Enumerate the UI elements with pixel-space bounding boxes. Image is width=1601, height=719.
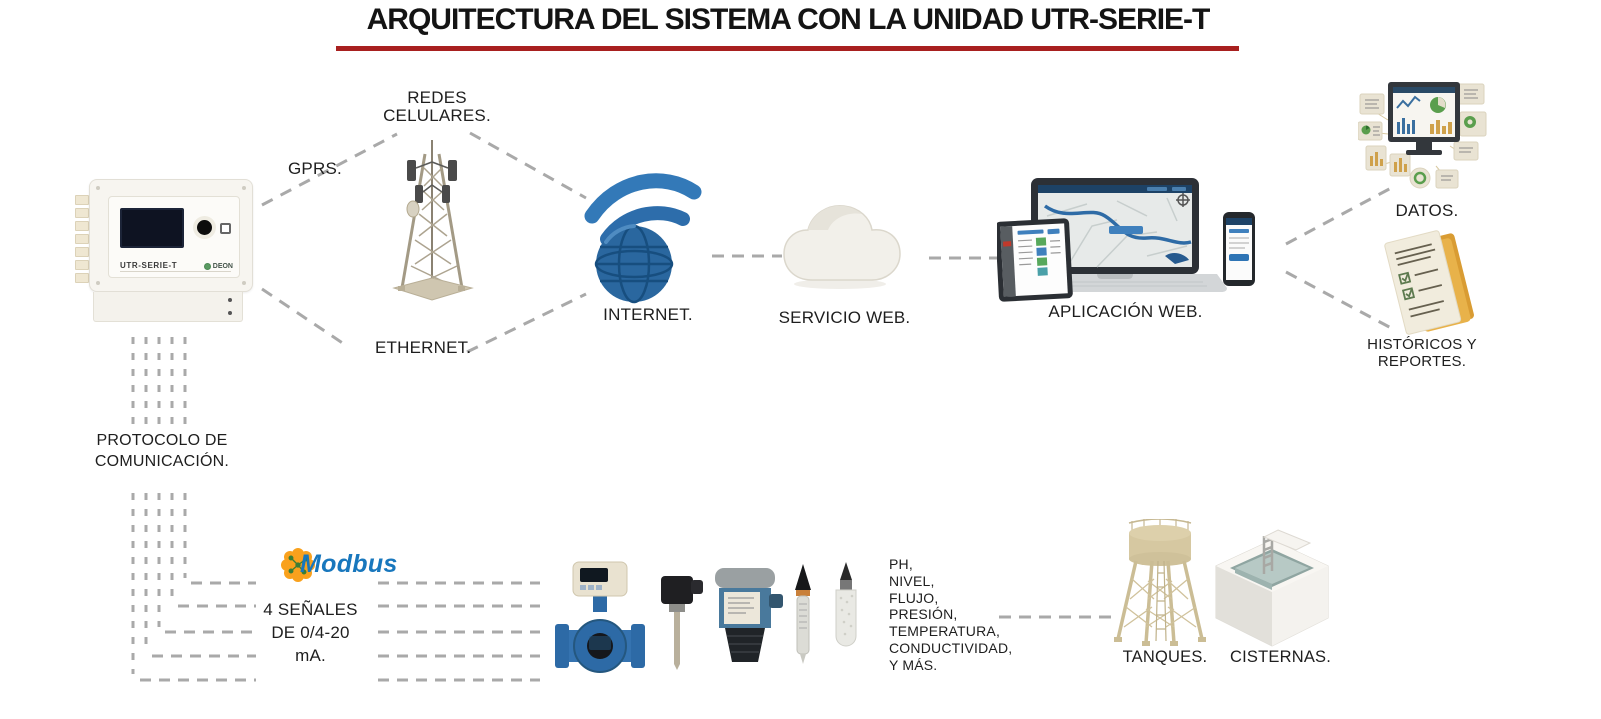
label-servicio-web: SERVICIO WEB.	[778, 308, 911, 327]
device-model-label: UTR-SERIE-T	[120, 261, 178, 270]
device-button	[197, 220, 212, 235]
device-enclosure: UTR-SERIE-T DEON	[89, 179, 253, 292]
web-app-devices-icon	[997, 178, 1255, 302]
label-gprs: GPRS.	[288, 159, 342, 178]
data-dashboard-icon	[1358, 82, 1487, 189]
brand-logo-icon	[203, 263, 211, 270]
label-datos: DATOS.	[1395, 201, 1459, 220]
label-tanques: TANQUES.	[1122, 648, 1208, 666]
conductivity-sensor-icon	[835, 562, 857, 647]
label-protocolo: PROTOCOLO DE COMUNICACIÓN.	[94, 432, 230, 470]
title-underline	[336, 46, 1239, 51]
device-screen	[120, 208, 184, 248]
label-senales: 4 SEÑALES DE 0/4-20 mA.	[263, 600, 358, 665]
sensors-row	[555, 561, 857, 673]
device-front-panel: UTR-SERIE-T DEON	[108, 196, 240, 278]
water-tank-icon	[1114, 519, 1206, 646]
ph-sensor-icon	[795, 564, 811, 664]
label-historicos: HISTÓRICOS Y REPORTES.	[1367, 336, 1477, 370]
label-redes-celulares: REDES CELULARES.	[383, 88, 491, 126]
internet-icon	[584, 173, 702, 304]
modbus-wordmark: Modbus	[300, 550, 398, 578]
ultrasonic-sensor-icon	[715, 568, 783, 662]
device-brand-label: DEON	[203, 263, 233, 270]
usb-port-icon	[220, 223, 231, 234]
flow-meter-icon	[555, 561, 645, 673]
protocol-bus-horizontal	[140, 581, 540, 682]
device-lower-module	[93, 292, 243, 322]
page-title: ARQUITECTURA DEL SISTEMA CON LA UNIDAD U…	[366, 3, 1211, 36]
utr-device-illustration: UTR-SERIE-T DEON	[75, 179, 253, 323]
modbus-logo: Modbus	[279, 546, 399, 588]
reports-folder-icon	[1384, 230, 1474, 335]
label-aplicacion-web: APLICACIÓN WEB.	[1048, 302, 1203, 321]
connector-app-to-historicos	[1285, 270, 1394, 331]
protocol-bus-vertical	[131, 337, 187, 674]
connector-ethernet-to-internet	[466, 292, 587, 354]
cell-tower-icon	[392, 140, 474, 301]
label-internet: INTERNET.	[603, 305, 693, 324]
cloud-icon	[783, 205, 901, 289]
label-cisternas: CISTERNAS.	[1230, 648, 1332, 666]
modbus-flower-icon	[281, 548, 315, 582]
label-ethernet: ETHERNET.	[375, 338, 472, 357]
connector-device-to-celular	[261, 132, 398, 207]
terminal-pins	[75, 195, 89, 283]
connector-device-to-ethernet	[261, 287, 348, 348]
connector-celular-to-internet	[469, 131, 587, 200]
temperature-sensor-icon	[661, 576, 703, 670]
label-medidas: PH, NIVEL, FLUJO, PRESIÓN, TEMPERATURA, …	[889, 556, 1013, 673]
cistern-icon	[1215, 529, 1329, 647]
